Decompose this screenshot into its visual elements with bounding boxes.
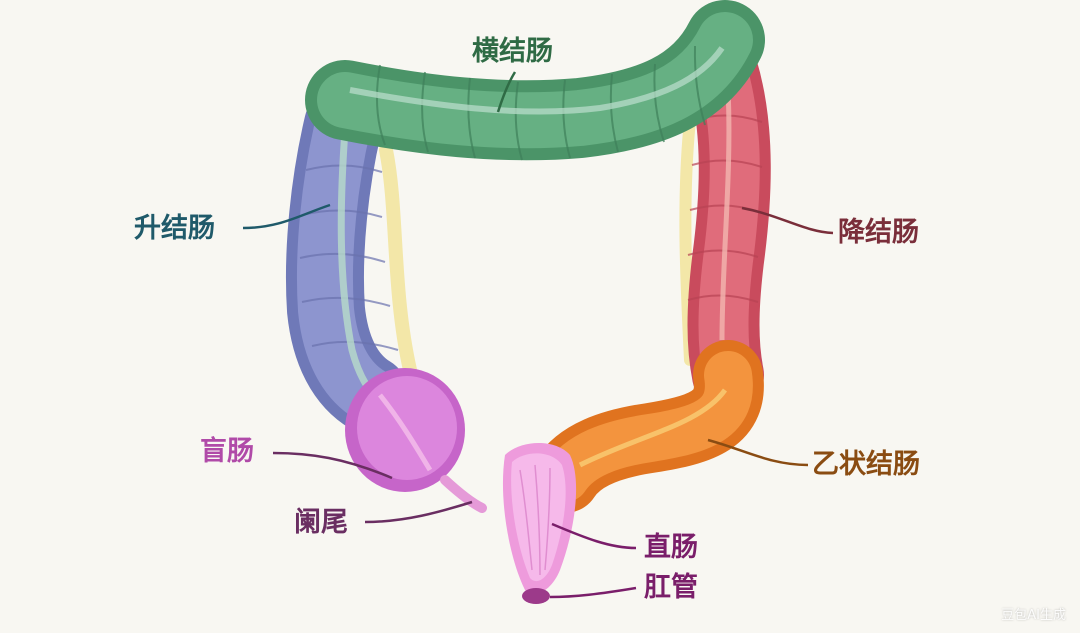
leader-rectum: [551, 522, 637, 550]
label-appendix: 阑尾: [294, 507, 348, 538]
watermark: 豆包AI生成: [1001, 608, 1066, 623]
appendix: [440, 475, 487, 513]
label-rectum: 直肠: [644, 532, 698, 563]
sigmoid-colon: [530, 340, 764, 513]
rectum: [502, 442, 577, 594]
label-ascending-colon: 升结肠: [134, 213, 215, 244]
leader-ascending: [242, 203, 331, 230]
leader-sigmoid: [707, 438, 809, 467]
descending-vessel: [719, 89, 732, 341]
label-transverse-colon: 横结肠: [472, 36, 553, 67]
leader-cecum: [272, 451, 393, 480]
leader-descending: [741, 206, 834, 235]
leader-appendix: [364, 500, 473, 524]
label-anal-canal: 肛管: [644, 572, 698, 603]
anal-canal: [522, 588, 550, 604]
leader-transverse: [496, 71, 517, 113]
label-descending-colon: 降结肠: [838, 217, 919, 248]
label-sigmoid-colon: 乙状结肠: [812, 449, 920, 480]
transverse-vessel: [349, 46, 725, 115]
leader-anal: [549, 586, 637, 599]
fat-fringe-ascending: [379, 143, 417, 377]
transverse-colon: [305, 0, 765, 161]
cecum: [345, 368, 465, 492]
label-cecum: 盲肠: [200, 436, 254, 467]
